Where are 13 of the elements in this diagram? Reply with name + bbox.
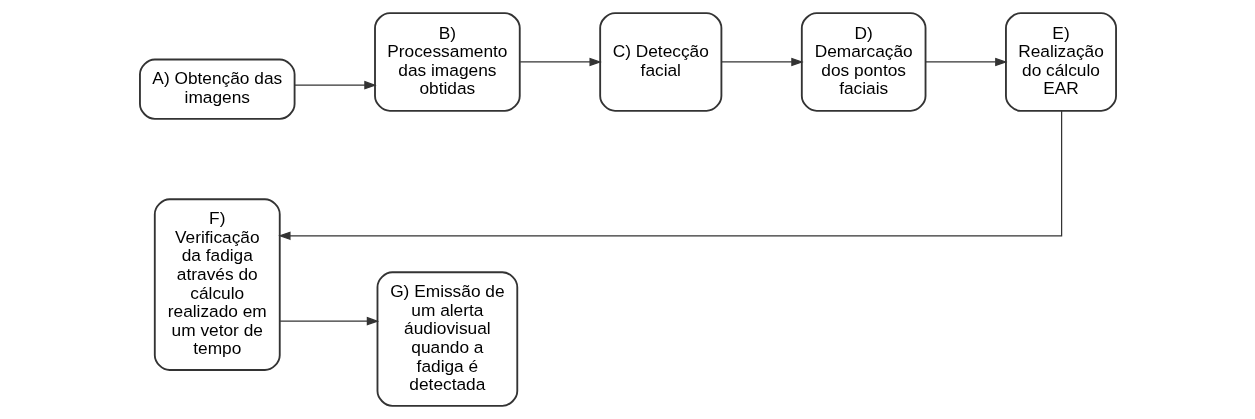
arrow (277, 110, 1062, 241)
node-box: D) Demarcação dos pontos faciais (800, 12, 926, 112)
node-box: G) Emissão de um alerta áudiovisual quando a fadiga é detectada (376, 271, 518, 407)
arrow (720, 57, 804, 67)
node-box: F) Verificação da fadiga através do cálculo realizado em um vetor de tempo (153, 198, 281, 371)
node-box: A) Obtenção das imagens (138, 58, 295, 120)
arrow (519, 57, 602, 67)
node-box: B) Processamento das imagens obtidas (373, 12, 521, 112)
arrow (279, 316, 379, 326)
arrow (293, 80, 377, 90)
node-box: E) Realização do cálculo EAR (1004, 12, 1117, 112)
node-box: C) Detecção facial (598, 12, 722, 112)
arrow (924, 57, 1008, 67)
